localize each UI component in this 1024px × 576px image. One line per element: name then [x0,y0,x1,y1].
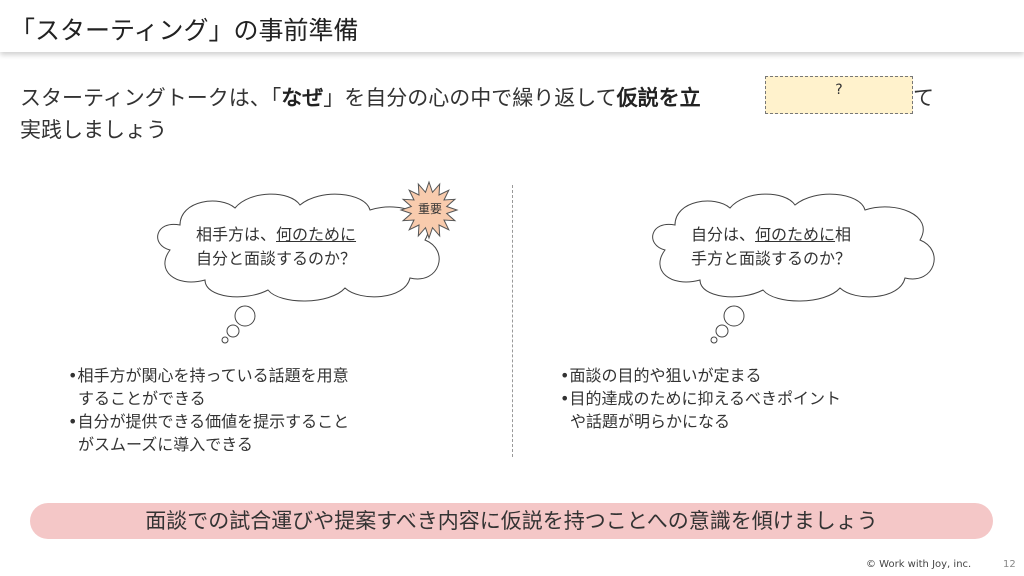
slide-title: 「スターティング」の事前準備 [10,16,359,45]
title-bar: 「スターティング」の事前準備 [0,0,1024,52]
thought-bubble [723,305,745,327]
left-bullets: •相手方が関心を持っている話題を用意することができる •自分が提供できる価値を提… [68,364,358,456]
cloud-text-underlined: 何のために [755,225,836,244]
bullet-item: •相手方が関心を持っている話題を用意することができる [68,366,349,408]
cloud-text: 自分は、 [691,225,756,244]
starburst-icon [399,180,459,240]
lead-part: 実践しましょう [20,118,167,142]
thought-bubble [715,324,729,338]
cloud-text: 相 [835,225,852,244]
copyright: © Work with Joy, inc. [866,559,972,570]
bullet-item: •自分が提供できる価値を提示することがスムーズに導入できる [68,412,350,454]
lead-bold: 仮説を立 [616,86,701,110]
thought-bubble [221,336,229,344]
bullet-item: •目的達成のために抑えるべきポイントや話題が明らかになる [560,389,841,431]
cloud-text: 手方と面談するのか？ [691,249,852,268]
lead-bold: なぜ [281,86,324,110]
cloud-text-underlined: 何のために [276,225,357,244]
important-badge: 重要 [417,202,442,216]
right-bullets: •面談の目的や狙いが定まる •目的達成のために抑えるべきポイントや話題が明らかに… [560,364,850,433]
sticky-note[interactable]: ? [765,76,913,114]
bullet-item: •面談の目的や狙いが定まる [560,366,762,385]
lead-part: スターティングトークは、「 [20,86,282,110]
cloud-text-left: 相手方は、何のために 自分と面談するのか？ [196,223,356,271]
thought-bubble [226,324,240,338]
thought-bubble [234,305,256,327]
summary-banner: 面談での試合運びや提案すべき内容に仮説を持つことへの意識を傾けましょう [30,503,993,539]
page-number: 12 [1003,559,1016,570]
column-divider [512,185,513,457]
cloud-text-right: 自分は、何のために相 手方と面談するのか？ [691,223,851,271]
thought-bubble [710,336,718,344]
cloud-text: 自分と面談するのか？ [196,249,357,268]
lead-part: 」を自分の心の中で繰り返して [323,86,617,110]
cloud-text: 相手方は、 [196,225,277,244]
lead-text: スターティングトークは、「なぜ」を自分の心の中で繰り返して仮説を立着目して実践し… [20,82,1010,146]
